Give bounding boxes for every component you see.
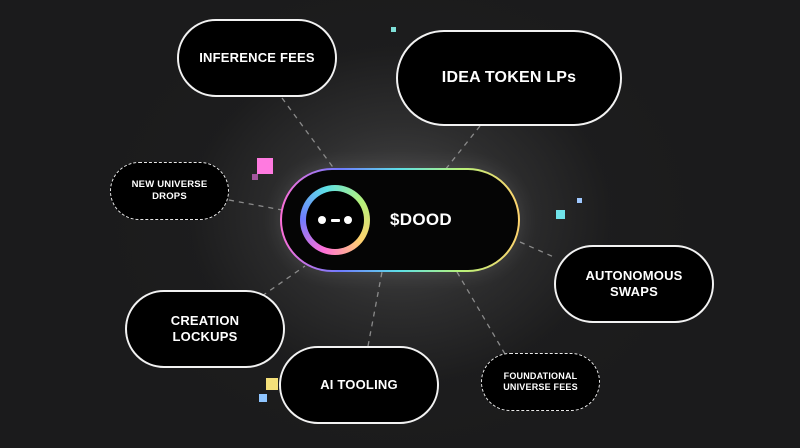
connector-ai-tooling	[367, 271, 383, 347]
cyan-square-decoration	[556, 210, 565, 219]
face-mouth	[331, 219, 340, 222]
teal-square-decoration	[391, 27, 396, 32]
token-node: $DOOD	[280, 168, 520, 272]
node-idea-token-lps: IDEA TOKEN LPs	[396, 30, 622, 126]
token-node-inner: $DOOD	[282, 170, 518, 270]
yellow-square-decoration	[266, 378, 278, 390]
pink-square-decoration	[257, 158, 273, 174]
node-autonomous-swaps: AUTONOMOUS SWAPS	[554, 245, 714, 323]
node-foundational-universe-fees: FOUNDATIONAL UNIVERSE FEES	[481, 353, 600, 411]
connector-creation-lockups	[261, 265, 306, 297]
node-ai-tooling: AI TOOLING	[279, 346, 439, 424]
face-eye-right	[344, 216, 352, 224]
token-label: $DOOD	[390, 210, 452, 229]
node-inference-fees: INFERENCE FEES	[177, 19, 337, 97]
face-eye-left	[318, 216, 326, 224]
node-creation-lockups: CREATION LOCKUPS	[125, 290, 285, 368]
small-pink-square-decoration	[252, 174, 258, 180]
node-new-universe-drops: NEW UNIVERSE DROPS	[110, 162, 229, 220]
small-blue-square-decoration-bottom	[259, 394, 267, 402]
small-blue-square-decoration	[577, 198, 582, 203]
connector-autonomous-swaps	[519, 241, 557, 259]
connector-foundational-universe-fees	[456, 271, 506, 355]
token-face-icon	[300, 185, 370, 255]
connector-new-universe-drops	[228, 199, 283, 211]
connector-idea-token-lps	[444, 125, 481, 171]
connector-inference-fees	[281, 97, 336, 171]
